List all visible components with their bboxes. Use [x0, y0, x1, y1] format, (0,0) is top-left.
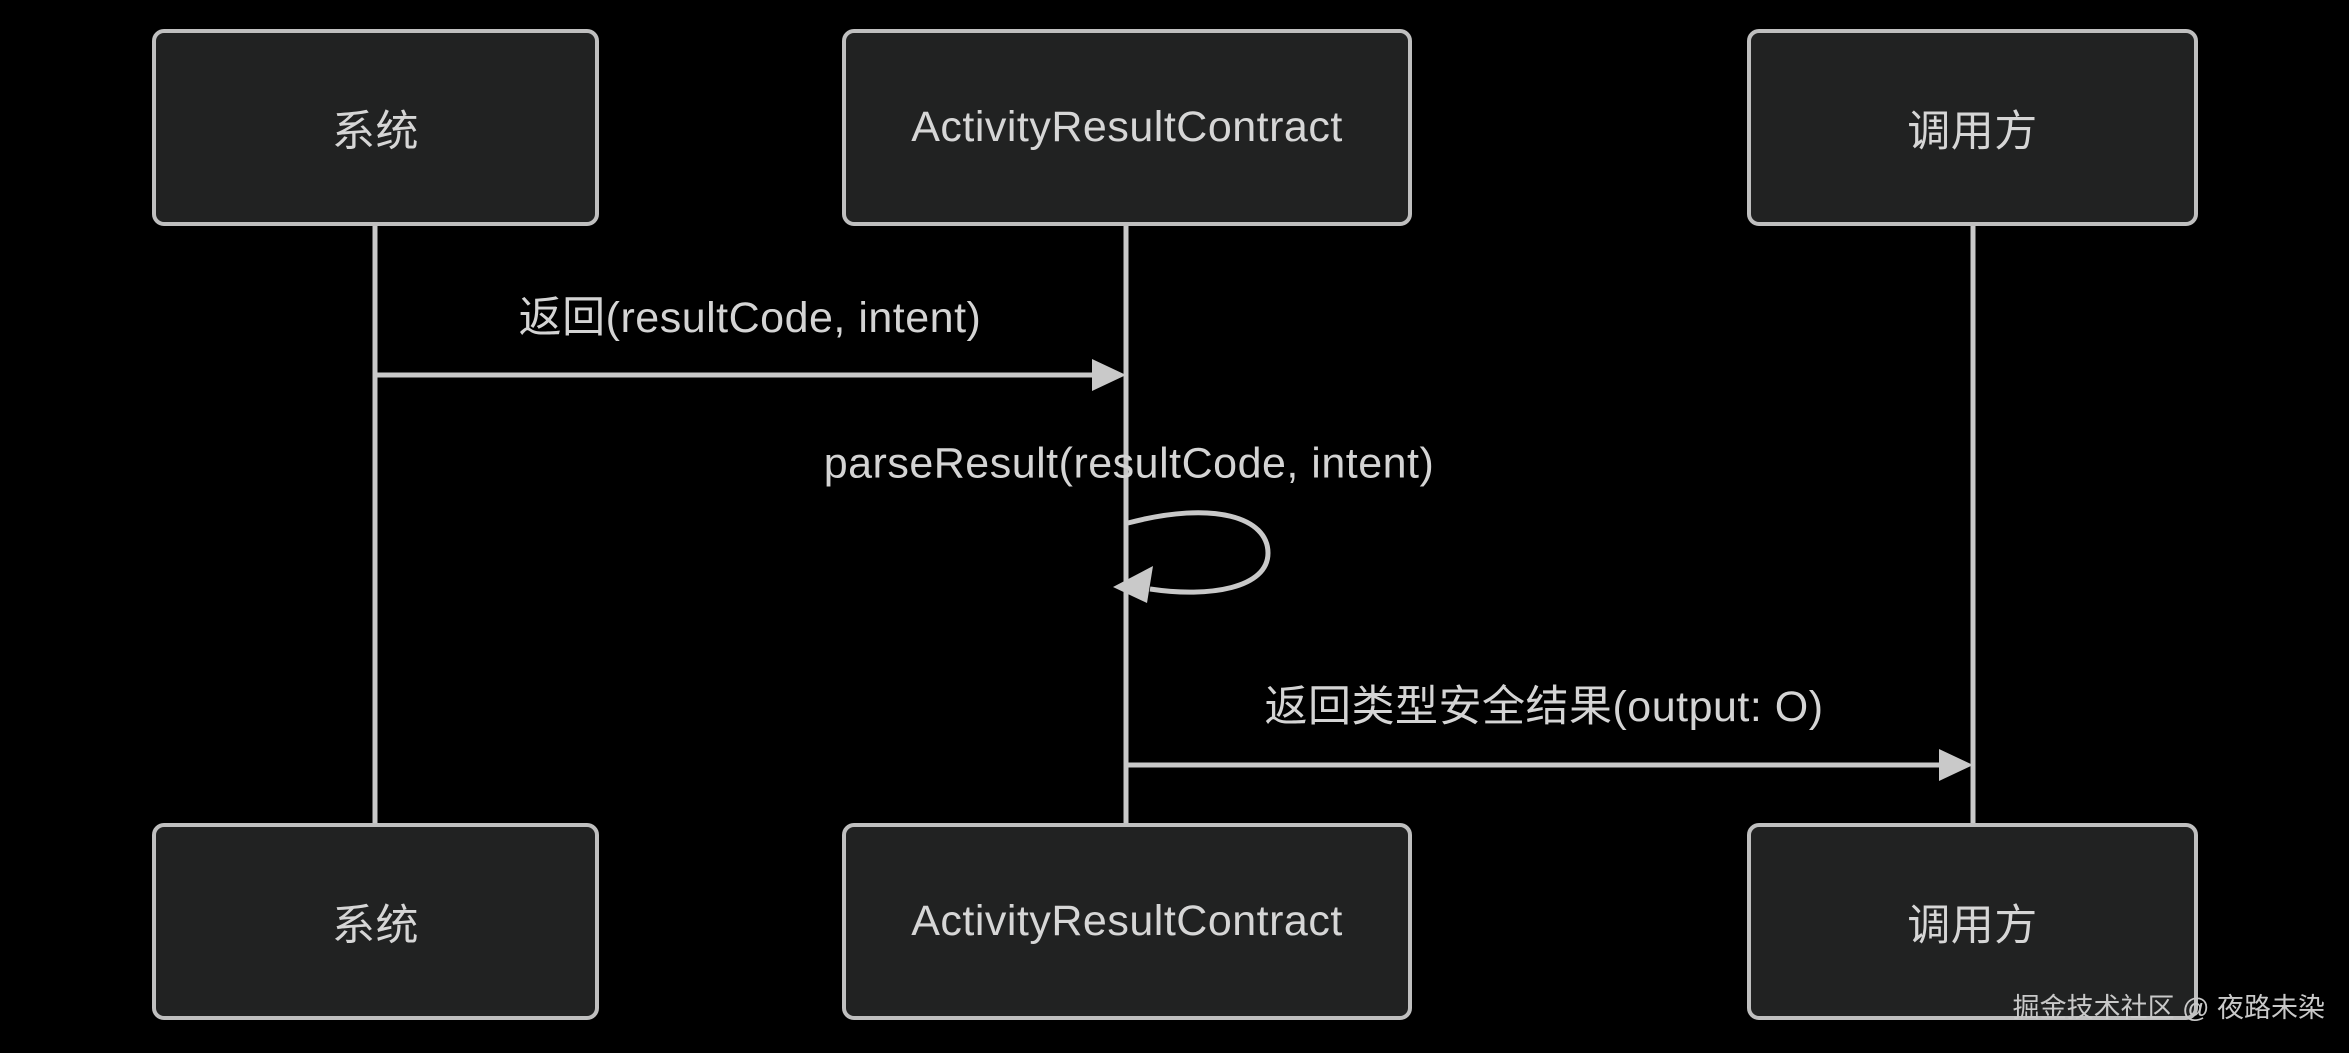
- actor-top-contract-label: ActivityResultContract: [911, 103, 1343, 151]
- message-1-label: 返回(resultCode, intent): [518, 294, 982, 342]
- watermark: 掘金技术社区 @ 夜路未染: [2012, 993, 2325, 1023]
- actor-top-system: 系统: [152, 29, 599, 226]
- message-2-label: parseResult(resultCode, intent): [823, 439, 1435, 488]
- actor-bottom-system-label: 系统: [332, 901, 419, 950]
- message-3-arrowhead-icon: [1939, 749, 1973, 781]
- actor-bottom-system: 系统: [152, 823, 599, 1020]
- actor-bottom-contract: ActivityResultContract: [842, 823, 1412, 1020]
- message-2-arrowhead-icon: [1113, 566, 1153, 603]
- message-2-self-loop: [1127, 510, 1271, 595]
- actor-bottom-caller-label: 调用方: [1907, 901, 2038, 950]
- actor-bottom-caller: 调用方: [1747, 823, 2198, 1020]
- actor-top-contract: ActivityResultContract: [842, 29, 1412, 226]
- actor-top-caller: 调用方: [1747, 29, 2198, 226]
- actor-bottom-contract-label: ActivityResultContract: [911, 897, 1343, 945]
- message-1-arrowhead-icon: [1092, 359, 1126, 391]
- actor-top-system-label: 系统: [332, 107, 419, 156]
- message-3-label: 返回类型安全结果(output: O): [1264, 683, 1824, 731]
- actor-top-caller-label: 调用方: [1907, 107, 2038, 156]
